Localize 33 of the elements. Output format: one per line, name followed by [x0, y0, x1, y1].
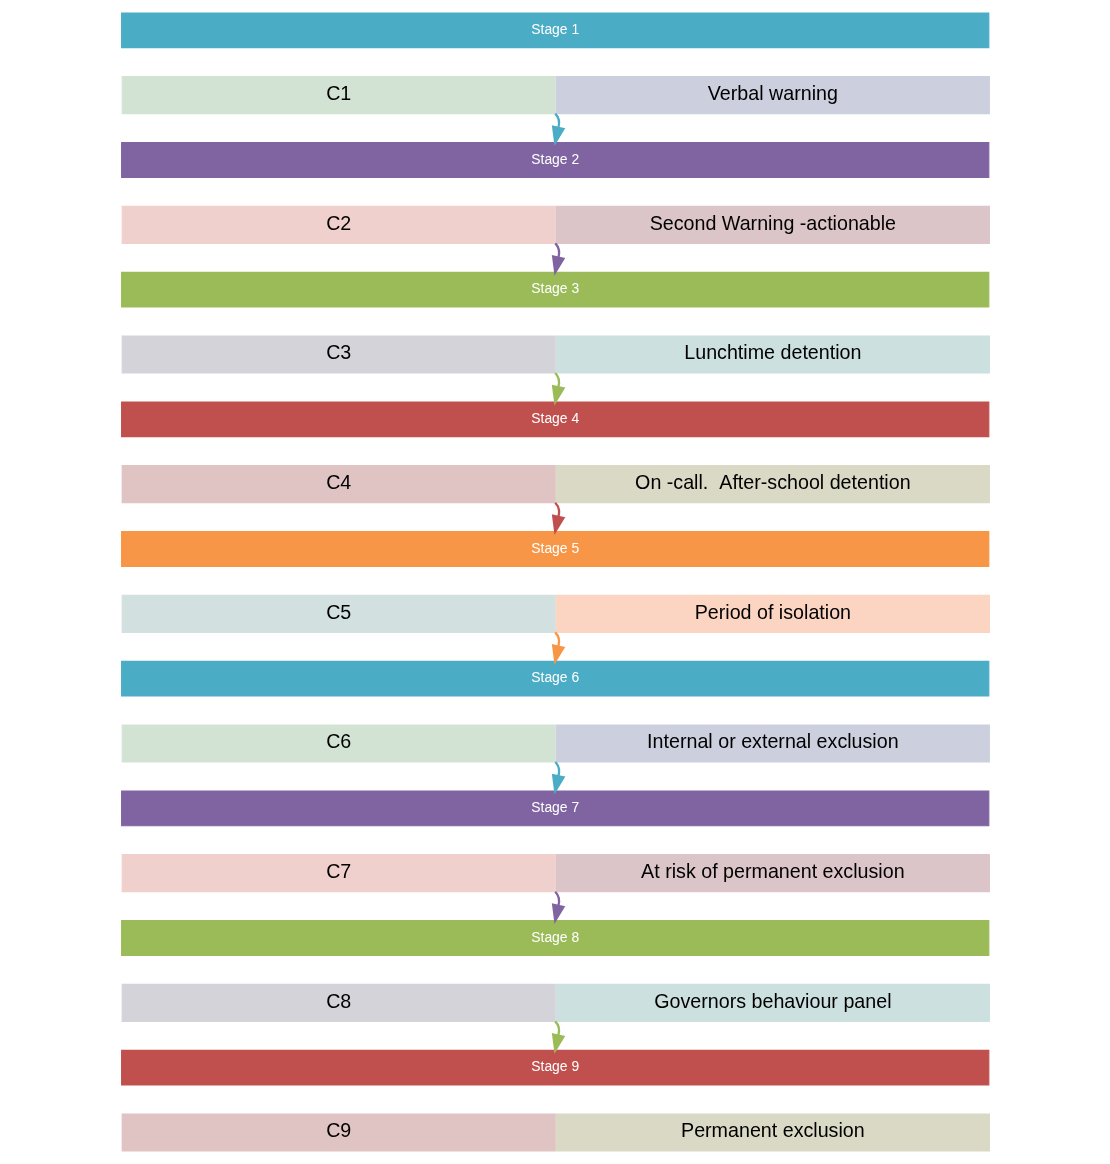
arrow [551, 890, 565, 925]
node-box: C8 [121, 983, 556, 1022]
node-box: Governors behaviour panel [555, 983, 990, 1022]
node-box: C7 [121, 854, 556, 893]
node-box: At risk of permanent exclusion [555, 854, 990, 893]
node-box: Stage 5 [120, 531, 989, 567]
node-box: Period of isolation [555, 594, 990, 633]
node-box: Internal or external exclusion [555, 724, 990, 763]
node-box: C3 [121, 335, 556, 374]
node-box: C2 [121, 205, 556, 244]
node-box: Second Warning -actionable [555, 205, 990, 244]
arrow [551, 501, 565, 536]
arrow [551, 112, 565, 147]
node-box: Permanent exclusion [555, 1113, 990, 1152]
node-box: Stage 2 [120, 142, 989, 178]
node-box: Stage 8 [120, 920, 989, 956]
node-box: On -call. After-school detention [555, 465, 990, 504]
node-box: Stage 1 [120, 12, 989, 49]
node-box: C5 [121, 594, 556, 633]
node-box: Stage 7 [120, 790, 989, 827]
node-box: C1 [121, 76, 556, 115]
node-box: Lunchtime detention [555, 335, 990, 374]
node-box: Stage 4 [120, 401, 989, 438]
node-box: C4 [121, 465, 556, 504]
node-box: C6 [121, 724, 556, 763]
arrow [551, 242, 565, 276]
node-box: Verbal warning [555, 76, 990, 115]
node-box: Stage 6 [120, 660, 989, 697]
arrow [551, 1020, 565, 1054]
node-box: C9 [121, 1113, 556, 1152]
node-box: Stage 3 [120, 271, 989, 308]
node-box: Stage 9 [120, 1049, 989, 1086]
arrow [551, 631, 565, 665]
